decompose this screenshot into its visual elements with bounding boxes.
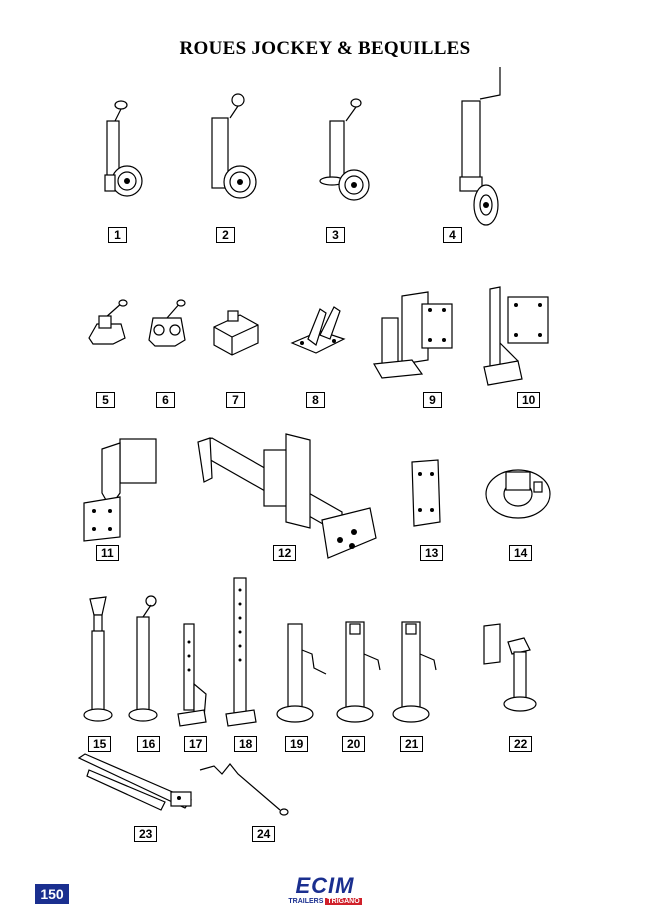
product-figure-11 bbox=[80, 433, 165, 543]
product-figure-9 bbox=[372, 290, 462, 380]
item-number-7: 7 bbox=[226, 392, 245, 408]
item-number-23: 23 bbox=[134, 826, 158, 842]
product-figure-10 bbox=[478, 283, 558, 389]
item-number-3: 3 bbox=[326, 227, 345, 243]
product-figure-6 bbox=[145, 298, 190, 350]
product-figure-13 bbox=[408, 458, 442, 528]
item-number-15: 15 bbox=[88, 736, 112, 752]
item-number-4: 4 bbox=[443, 227, 462, 243]
item-number-10: 10 bbox=[517, 392, 541, 408]
product-figure-18 bbox=[224, 576, 258, 728]
item-number-13: 13 bbox=[420, 545, 444, 561]
item-number-9: 9 bbox=[423, 392, 442, 408]
logo-brand: TRIGANO bbox=[325, 898, 362, 905]
product-figure-19 bbox=[276, 620, 331, 724]
item-number-18: 18 bbox=[234, 736, 258, 752]
product-figure-16 bbox=[125, 595, 165, 725]
product-figure-14 bbox=[484, 466, 554, 522]
logo-mark: ECIM bbox=[295, 873, 355, 898]
item-number-21: 21 bbox=[400, 736, 424, 752]
item-number-1: 1 bbox=[108, 227, 127, 243]
page-number: 150 bbox=[35, 884, 69, 904]
product-figure-20 bbox=[336, 618, 386, 726]
item-number-8: 8 bbox=[306, 392, 325, 408]
item-number-24: 24 bbox=[252, 826, 276, 842]
item-number-17: 17 bbox=[184, 736, 208, 752]
product-figure-3 bbox=[312, 95, 382, 215]
logo-sub: TRAILERS bbox=[288, 898, 324, 905]
item-number-11: 11 bbox=[96, 545, 119, 561]
product-figure-12 bbox=[192, 432, 382, 564]
item-number-16: 16 bbox=[137, 736, 161, 752]
product-figure-4 bbox=[450, 65, 520, 226]
item-number-14: 14 bbox=[509, 545, 533, 561]
item-number-19: 19 bbox=[285, 736, 309, 752]
page-title: ROUES JOCKEY & BEQUILLES bbox=[179, 38, 471, 59]
product-figure-24 bbox=[196, 760, 292, 820]
product-figure-15 bbox=[80, 595, 115, 725]
product-figure-21 bbox=[392, 618, 442, 726]
item-number-22: 22 bbox=[509, 736, 533, 752]
item-number-2: 2 bbox=[216, 227, 235, 243]
product-figure-8 bbox=[290, 305, 346, 357]
product-figure-5 bbox=[85, 298, 130, 348]
product-figure-17 bbox=[174, 622, 210, 728]
product-figure-23 bbox=[75, 752, 197, 814]
product-figure-2 bbox=[202, 92, 262, 212]
item-number-6: 6 bbox=[156, 392, 175, 408]
product-figure-1 bbox=[95, 95, 155, 215]
item-number-20: 20 bbox=[342, 736, 366, 752]
product-figure-22 bbox=[478, 622, 550, 718]
item-number-5: 5 bbox=[96, 392, 115, 408]
product-figure-7 bbox=[210, 305, 262, 357]
item-number-12: 12 bbox=[273, 545, 297, 561]
